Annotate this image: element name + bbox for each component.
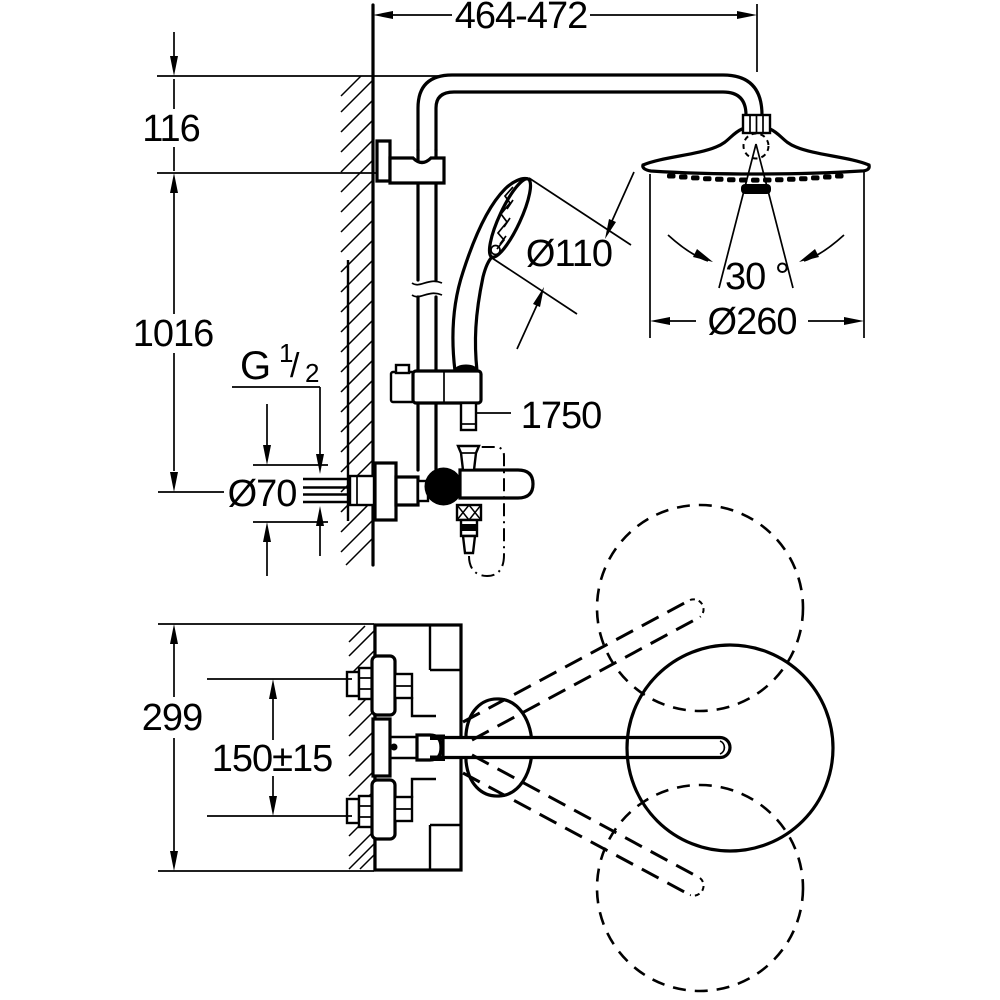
pivot-dot xyxy=(390,743,398,751)
shower-pipe-inner xyxy=(434,90,748,152)
dim-line-150 xyxy=(207,678,352,817)
arm-supply-lines xyxy=(390,735,417,760)
dim-escutcheon-diameter: Ø70 xyxy=(228,473,297,515)
adapter-hex xyxy=(394,475,420,507)
dim-line-299 xyxy=(158,623,374,872)
plan-dimensions: 299 150±15 xyxy=(142,623,374,872)
slider-knob xyxy=(389,370,416,404)
dim-line-handshower xyxy=(491,171,635,350)
shower-arm-plan xyxy=(441,735,732,760)
dim-thread-denominator: 2 xyxy=(305,358,319,388)
shower-pipe-outer xyxy=(416,73,764,152)
thread-arrows xyxy=(316,454,324,526)
spray-face-dot xyxy=(490,244,501,256)
coupling-knurl xyxy=(456,504,482,521)
wall-hatch-front xyxy=(340,75,374,566)
hand-shower-handle-left xyxy=(451,176,530,373)
dim-handshower-diameter: Ø110 xyxy=(526,233,612,275)
dim-arrows-handshower xyxy=(533,219,616,307)
slider-holder xyxy=(389,363,483,432)
rail-bracket-arm xyxy=(388,156,446,185)
thread-leader xyxy=(232,386,321,556)
dim-thread-numerator: 1 xyxy=(279,338,293,368)
escutcheon-top-plan xyxy=(370,654,397,717)
escutcheon-bottom-plan xyxy=(370,778,397,841)
dim-arrows-escutcheon xyxy=(263,445,271,542)
dim-thread-slash: / xyxy=(290,347,300,385)
dim-mount-height: 1016 xyxy=(133,313,214,355)
front-dimensions: 464-472 116 1016 G 1 / 2 Ø70 Ø110 30 ° xyxy=(133,0,865,576)
center-plate-plan xyxy=(371,717,392,778)
rail-bracket-flange xyxy=(375,139,392,183)
top-connection xyxy=(345,654,414,717)
front-view: 464-472 116 1016 G 1 / 2 Ø70 Ø110 30 ° xyxy=(133,0,871,578)
supply-hex-nut xyxy=(348,474,376,507)
plan-view: 299 150±15 xyxy=(142,503,835,993)
wall-escutcheon xyxy=(373,461,398,522)
head-position-upper-dashed xyxy=(595,503,805,713)
rail-break-symbol xyxy=(411,280,443,298)
hose-fitting-taper xyxy=(461,534,477,555)
hand-shower xyxy=(451,176,533,376)
diverter-knob xyxy=(424,467,463,506)
hose-coupling-nut xyxy=(455,503,483,522)
connector-nut-ribs xyxy=(749,116,764,132)
hose-loop-centerline xyxy=(468,446,505,578)
dim-swivel-angle: 30 ° xyxy=(725,256,789,298)
ext-lines-left xyxy=(157,75,445,493)
dim-width-range: 464-472 xyxy=(455,0,587,37)
dim-top-offset: 116 xyxy=(142,108,200,150)
top-port-cone xyxy=(456,444,481,472)
supply-pipe xyxy=(303,477,352,504)
hose-nipple xyxy=(459,401,478,432)
dim-line-headshower xyxy=(649,172,865,338)
dim-hose-length: 1750 xyxy=(521,395,602,437)
ball-joint-dashed xyxy=(742,132,770,160)
supply-nut-top xyxy=(345,670,361,698)
dim-line-escutcheon xyxy=(253,404,328,576)
hose-fitting-band xyxy=(461,524,477,531)
spray-face-pattern xyxy=(496,186,514,250)
dim-connection-spacing: 150±15 xyxy=(212,738,333,780)
head-shower xyxy=(641,113,871,194)
dim-line-width-range xyxy=(393,4,758,72)
arm-cap-upper xyxy=(689,598,705,618)
dim-projection-depth: 299 xyxy=(142,697,202,739)
bottom-connection xyxy=(345,778,414,841)
mixer-body-steps xyxy=(410,625,461,870)
dim-thread-prefix: G xyxy=(240,344,271,388)
mixer-assembly xyxy=(303,444,535,578)
arm-position-lower xyxy=(462,753,701,897)
supply-nut-bottom xyxy=(345,797,361,825)
nozzle-hub xyxy=(741,184,771,194)
holder-body xyxy=(411,369,483,405)
head-position-center xyxy=(625,643,835,853)
hand-shower-handle-right xyxy=(473,255,494,373)
swivel-angle-lines xyxy=(718,143,794,289)
head-shower-outline xyxy=(641,127,871,176)
dim-headshower-diameter: Ø260 xyxy=(708,301,797,343)
head-position-lower-dashed xyxy=(595,783,805,993)
mixer-body xyxy=(458,468,535,500)
arm-cap-lower xyxy=(689,877,705,897)
arm-position-upper xyxy=(462,598,701,742)
slider-tab xyxy=(394,363,411,375)
arm-end-cap-detail xyxy=(719,740,726,755)
